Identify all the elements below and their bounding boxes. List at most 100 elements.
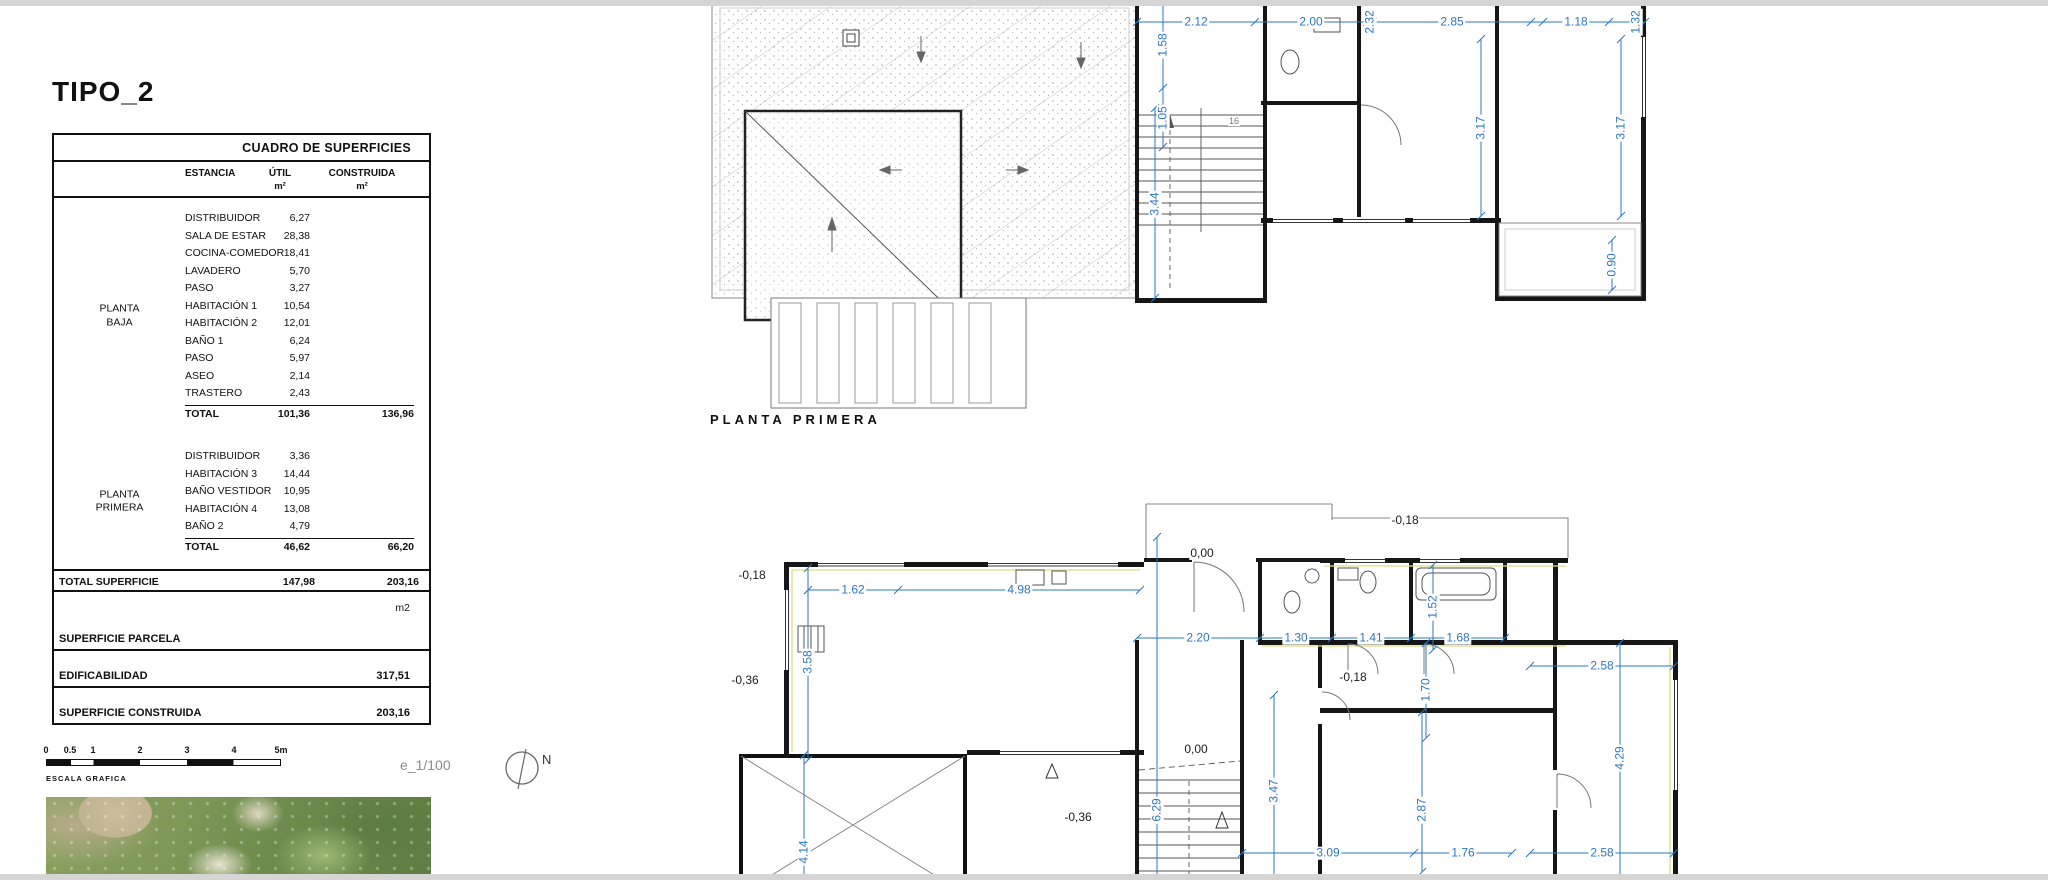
dimension-label: 2.32 <box>1362 8 1377 36</box>
dimension-label: 1.05 <box>1155 104 1170 132</box>
scale-bar-graphic <box>46 759 281 766</box>
dimension-label: 3.09 <box>1314 845 1342 860</box>
scale-tick-label: 5m <box>274 745 288 755</box>
built-value <box>310 298 414 316</box>
table-row: PASO 5,97 <box>54 350 429 368</box>
scale-caption: ESCALA GRAFICA <box>46 774 127 783</box>
room-name: TRASTERO <box>185 387 243 399</box>
room-name: DISTRIBUIDOR <box>185 212 261 224</box>
first-floor-drawing <box>711 0 1650 409</box>
total-label: TOTAL <box>185 404 250 424</box>
level-label: -0,18 <box>1338 670 1368 684</box>
dimension-label: 2.58 <box>1588 845 1616 860</box>
dimension-label: 2.20 <box>1184 630 1212 645</box>
bottom-edge-strip <box>0 874 2048 880</box>
total-built-value: 136,96 <box>310 404 414 424</box>
scale-tick-label: 2 <box>137 745 143 755</box>
dimension-label: 1.18 <box>1562 14 1590 29</box>
unit-note: m2 <box>395 602 410 614</box>
dimension-label: 1.76 <box>1449 845 1477 860</box>
dimension-label: 3.17 <box>1473 114 1488 142</box>
room-name: PASO <box>185 282 214 294</box>
built-value <box>310 501 414 519</box>
col-built-unit: m² <box>356 181 368 192</box>
room-name: PASO <box>185 352 214 364</box>
top-edge-strip <box>0 0 2048 6</box>
dimension-label: 2.58 <box>1588 658 1616 673</box>
table-row: PASO 3,27 <box>54 280 429 298</box>
summary-value: 317,51 <box>376 670 410 682</box>
total-built-value: 66,20 <box>310 537 414 557</box>
built-value <box>310 263 414 281</box>
stair-count: 16 <box>1228 116 1241 126</box>
built-value <box>310 368 414 386</box>
util-value: 28,38 <box>283 229 310 242</box>
summary-row: SUPERFICIE PARCELA <box>54 614 429 651</box>
dimension-label: 0.90 <box>1604 251 1619 279</box>
level-label: -0,18 <box>1390 513 1420 527</box>
room-name: HABITACIÓN 2 <box>185 317 258 329</box>
scale-tick-label: 4 <box>231 745 237 755</box>
table-row: TRASTERO 2,43 <box>54 385 429 403</box>
dimension-label: 4.29 <box>1612 744 1627 772</box>
col-estancia: ESTANCIA <box>185 168 236 179</box>
dimension-label: 1.68 <box>1444 630 1472 645</box>
grand-total-label: TOTAL SUPERFICIE <box>59 576 159 588</box>
summary-label: SUPERFICIE PARCELA <box>59 633 181 645</box>
dimension-label: 1.70 <box>1418 676 1433 704</box>
dimension-label: 1.58 <box>1155 31 1170 59</box>
dimension-label: 3.58 <box>800 648 815 676</box>
scale-tick-label: 1 <box>90 745 96 755</box>
scale-note: e_1/100 <box>400 757 451 773</box>
util-value: 3,27 <box>289 282 310 294</box>
north-label: N <box>542 752 552 767</box>
dimension-label: 2.87 <box>1414 796 1429 824</box>
dimension-label: 4.14 <box>796 838 811 866</box>
built-value <box>310 518 414 536</box>
total-label: TOTAL <box>185 537 250 557</box>
built-value <box>310 385 414 403</box>
util-value: 2,43 <box>289 387 310 399</box>
util-value: 3,36 <box>289 450 310 462</box>
built-value <box>310 466 414 484</box>
built-value <box>310 483 414 501</box>
level-label: -0,18 <box>737 568 767 582</box>
table-row: HABITACIÓN 3 14,44 <box>54 466 429 484</box>
scale-tick-label: 3 <box>184 745 190 755</box>
summary-value: 203,16 <box>376 707 410 719</box>
col-construida: CONSTRUIDA <box>328 168 396 179</box>
dimension-label: 2.12 <box>1182 14 1210 29</box>
built-value <box>310 228 414 246</box>
table-column-headers: ESTANCIA ÚTIL CONSTRUIDA m² m² <box>54 162 429 198</box>
util-value: 12,01 <box>283 317 310 329</box>
group-label-line: PRIMERA <box>95 501 144 514</box>
level-label: -0,36 <box>1063 810 1093 824</box>
util-value: 5,97 <box>289 352 310 364</box>
grand-total-row: TOTAL SUPERFICIE 147,98 203,16 <box>54 569 429 592</box>
built-value <box>310 280 414 298</box>
room-name: HABITACIÓN 4 <box>185 502 258 515</box>
level-label: 0,00 <box>1189 546 1215 560</box>
util-value: 14,44 <box>283 467 310 480</box>
room-name: BAÑO 1 <box>185 334 224 347</box>
total-util-value: 101,36 <box>250 404 310 424</box>
room-name: ASEO <box>185 369 215 382</box>
site-aerial-image <box>46 797 431 880</box>
util-value: 18,41 <box>283 247 310 259</box>
room-name: HABITACIÓN 3 <box>185 467 258 480</box>
